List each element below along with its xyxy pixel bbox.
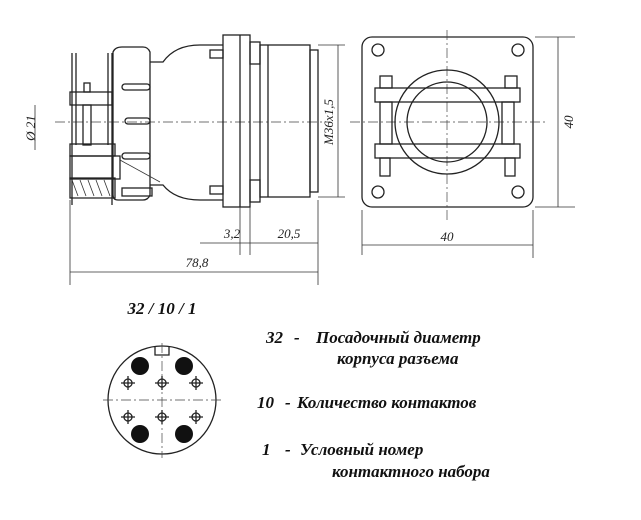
legend-text: Количество контактов <box>296 393 477 412</box>
legend: 32 - Посадочный диаметр корпуса разъема … <box>257 328 490 481</box>
designation-code: 32 / 10 / 1 <box>127 299 197 318</box>
square-width-dimension: 40 <box>441 229 455 244</box>
legend-code: 32 <box>265 328 284 347</box>
legend-text: контактного набора <box>332 462 490 481</box>
thread-dimension: M36x1,5 <box>321 99 336 146</box>
diameter-dimension: Ø 21 <box>23 115 38 142</box>
side-view <box>55 34 330 208</box>
legend-dash: - <box>294 328 300 347</box>
flange-thickness-dimension: 3,2 <box>223 226 241 241</box>
contact-layout <box>103 343 221 458</box>
total-length-dimension: 78,8 <box>186 255 209 270</box>
legend-text: Условный номер <box>300 440 423 459</box>
legend-code: 1 <box>262 440 271 459</box>
front-view <box>350 30 545 222</box>
legend-text: корпуса разъема <box>337 349 459 368</box>
dimension-lines <box>34 36 575 285</box>
body-length-dimension: 20,5 <box>278 226 301 241</box>
square-height-dimension: 40 <box>561 115 576 129</box>
legend-dash: - <box>285 393 291 412</box>
legend-code: 10 <box>257 393 275 412</box>
legend-dash: - <box>285 440 291 459</box>
legend-text: Посадочный диаметр <box>315 328 481 347</box>
